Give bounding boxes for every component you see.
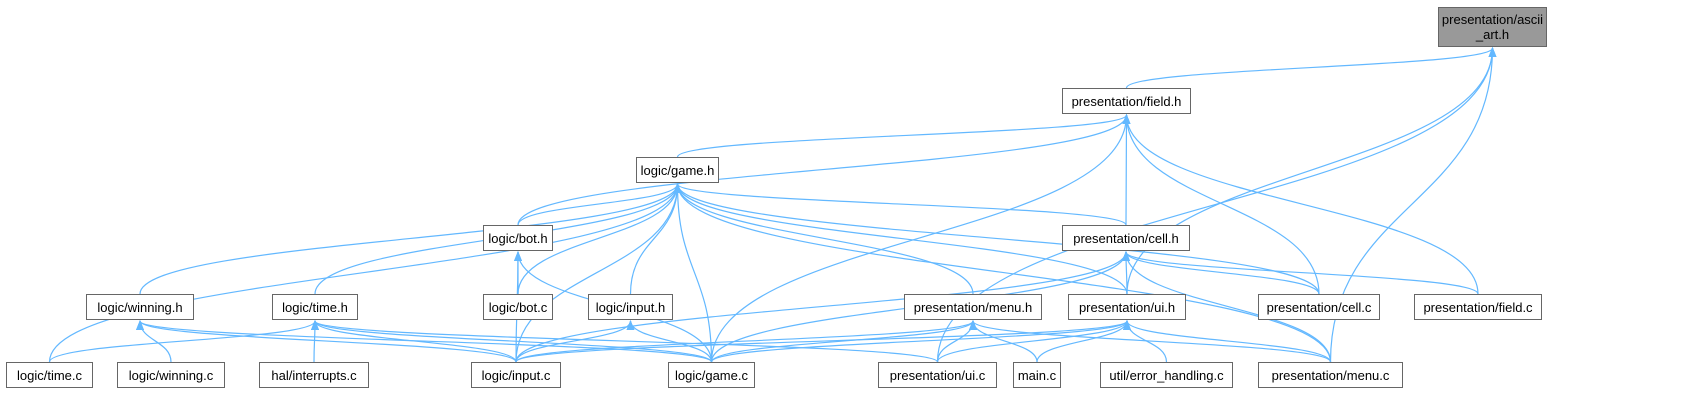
- graph-node-ui-h[interactable]: presentation/ui.h: [1068, 294, 1186, 320]
- graph-edge-menu-c-to-ui-h: [1123, 320, 1332, 363]
- graph-edge-time-c-to-game-h: [48, 183, 682, 363]
- graph-edge-cell-c-to-game-h: [673, 183, 1320, 295]
- graph-edge-ui-h-to-game-h: [673, 183, 1128, 295]
- graph-node-label: logic/bot.c: [488, 299, 548, 315]
- graph-edge-game-c-to-ui-h: [710, 320, 1131, 363]
- graph-node-label: presentation/field.c: [1423, 299, 1533, 315]
- graph-node-label: logic/input.h: [595, 299, 666, 315]
- graph-node-label: logic/time.h: [282, 299, 348, 315]
- graph-edge-cell-c-to-cell-h: [1122, 251, 1320, 295]
- graph-edge-cell-h-to-field-h: [1122, 114, 1131, 226]
- graph-node-label: presentation/ui.h: [1078, 299, 1176, 315]
- graph-node-time-h[interactable]: logic/time.h: [272, 294, 358, 320]
- graph-node-error-handling-c[interactable]: util/error_handling.c: [1100, 362, 1233, 388]
- graph-node-ascii-art-h[interactable]: presentation/ascii _art.h: [1438, 7, 1547, 47]
- graph-edge-game-c-to-menu-h: [710, 320, 977, 363]
- graph-edge-interrupts-c-to-time-h: [310, 320, 319, 363]
- graph-node-main-c[interactable]: main.c: [1013, 362, 1061, 388]
- graph-node-winning-h[interactable]: logic/winning.h: [86, 294, 194, 320]
- graph-node-label: presentation/ui.c: [889, 367, 986, 383]
- graph-edge-bot-h-to-game-h: [517, 183, 682, 226]
- graph-node-label: logic/time.c: [16, 367, 83, 383]
- graph-edge-input-c-to-time-h: [311, 320, 517, 363]
- graph-edge-game-c-to-time-h: [311, 320, 713, 363]
- graph-edge-game-c-to-winning-h: [136, 320, 713, 363]
- graph-edge-input-h-to-game-h: [629, 183, 682, 295]
- graph-edge-game-c-to-game-h: [673, 183, 713, 363]
- graph-node-ui-c[interactable]: presentation/ui.c: [878, 362, 997, 388]
- graph-edge-game-h-to-field-h: [676, 114, 1131, 158]
- graph-edge-input-c-to-ui-h: [515, 320, 1131, 363]
- graph-edge-ui-c-to-ui-h: [936, 320, 1131, 363]
- graph-edge-bot-h-to-field-h: [517, 114, 1131, 226]
- graph-node-game-c[interactable]: logic/game.c: [668, 362, 755, 388]
- graph-edge-menu-c-to-cell-h: [1122, 251, 1332, 363]
- graph-node-time-c[interactable]: logic/time.c: [6, 362, 93, 388]
- graph-node-bot-h[interactable]: logic/bot.h: [483, 225, 553, 251]
- graph-node-label: presentation/menu.h: [913, 299, 1033, 315]
- graph-edge-field-c-to-cell-h: [1122, 251, 1479, 295]
- graph-node-game-h[interactable]: logic/game.h: [636, 157, 719, 183]
- graph-edge-time-c-to-time-h: [48, 320, 319, 363]
- graph-node-label: logic/game.c: [675, 367, 748, 383]
- graph-node-label: hal/interrupts.c: [271, 367, 357, 383]
- graph-node-menu-c[interactable]: presentation/menu.c: [1258, 362, 1403, 388]
- graph-edge-field-c-to-field-h: [1122, 114, 1479, 295]
- graph-node-cell-c[interactable]: presentation/cell.c: [1258, 294, 1380, 320]
- graph-node-field-c[interactable]: presentation/field.c: [1414, 294, 1542, 320]
- graph-node-input-h[interactable]: logic/input.h: [588, 294, 673, 320]
- graph-node-label: presentation/menu.c: [1271, 367, 1390, 383]
- graph-node-label: main.c: [1017, 367, 1057, 383]
- graph-edge-menu-h-to-game-h: [673, 183, 974, 295]
- graph-edge-menu-c-to-menu-h: [969, 320, 1332, 363]
- graph-edge-cell-c-to-field-h: [1122, 114, 1320, 295]
- graph-node-field-h[interactable]: presentation/field.h: [1062, 88, 1191, 114]
- graph-node-label: presentation/cell.h: [1073, 230, 1179, 246]
- graph-node-label: logic/game.h: [640, 162, 715, 178]
- graph-node-interrupts-c[interactable]: hal/interrupts.c: [259, 362, 369, 388]
- graph-edge-game-c-to-input-h: [626, 320, 713, 363]
- graph-node-label: presentation/field.h: [1071, 93, 1182, 109]
- graph-node-label: util/error_handling.c: [1109, 367, 1224, 383]
- graph-edge-input-c-to-menu-h: [515, 320, 977, 363]
- graph-node-bot-c[interactable]: logic/bot.c: [483, 294, 553, 320]
- graph-node-cell-h[interactable]: presentation/cell.h: [1062, 225, 1190, 251]
- graph-edge-bot-c-to-game-h: [517, 183, 682, 295]
- graph-edge-ui-h-to-ascii-art-h: [1126, 47, 1497, 295]
- graph-edge-input-c-to-cell-h: [515, 251, 1130, 363]
- graph-edge-game-c-to-field-h: [710, 114, 1131, 363]
- graph-node-label: presentation/cell.c: [1266, 299, 1372, 315]
- graph-node-menu-h[interactable]: presentation/menu.h: [904, 294, 1042, 320]
- graph-edge-input-c-to-winning-h: [136, 320, 517, 363]
- graph-edge-field-h-to-ascii-art-h: [1125, 47, 1497, 89]
- graph-edge-winning-h-to-game-h: [139, 183, 682, 295]
- graph-node-label: logic/winning.h: [97, 299, 183, 315]
- graph-node-label: presentation/ascii _art.h: [1441, 12, 1544, 42]
- graph-node-label: logic/input.c: [481, 367, 551, 383]
- graph-edge-cell-h-to-game-h: [673, 183, 1127, 226]
- graph-edge-menu-c-to-game-h: [673, 183, 1332, 363]
- graph-edge-input-c-to-input-h: [515, 320, 635, 363]
- graph-edge-input-c-to-game-h: [515, 183, 682, 363]
- graph-node-label: logic/bot.h: [488, 230, 548, 246]
- graph-node-label: logic/winning.c: [128, 367, 214, 383]
- graph-node-winning-c[interactable]: logic/winning.c: [117, 362, 225, 388]
- graph-edge-ui-c-to-time-h: [311, 320, 939, 363]
- graph-node-input-c[interactable]: logic/input.c: [471, 362, 561, 388]
